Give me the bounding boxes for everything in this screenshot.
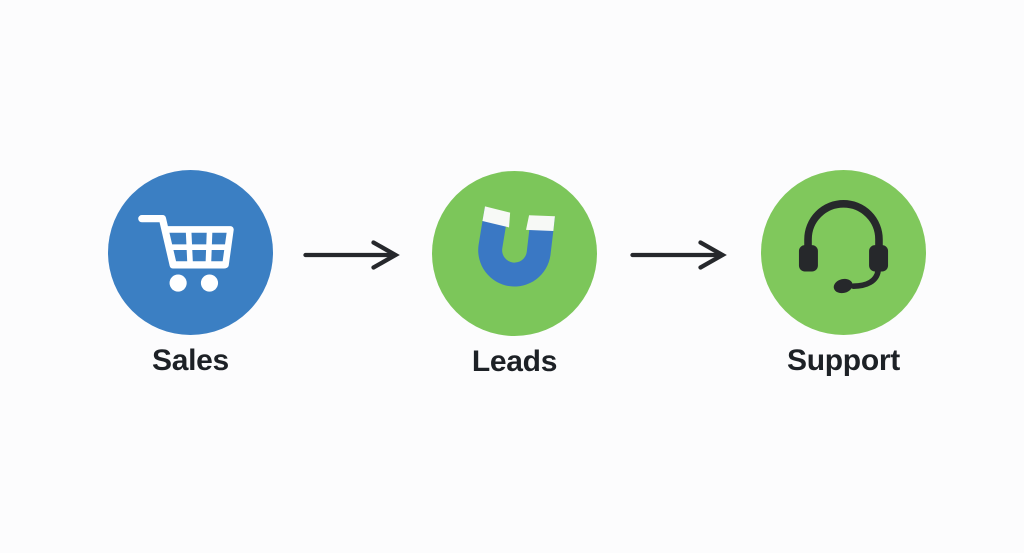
sales-circle [108,170,273,335]
arrow-right-icon [303,239,400,271]
magnet-icon [478,206,555,287]
node-label-leads: Leads [471,345,558,378]
node-label-sales: Sales [152,344,229,377]
shopping-cart-icon [138,215,234,292]
headset-icon [798,200,889,294]
node-support: Support [761,170,926,377]
node-leads: Leads [432,171,597,378]
node-label-support: Support [787,344,900,377]
arrow-right-icon [630,239,727,271]
node-sales: Sales [108,170,273,377]
support-circle [761,170,926,335]
leads-circle [432,171,597,336]
